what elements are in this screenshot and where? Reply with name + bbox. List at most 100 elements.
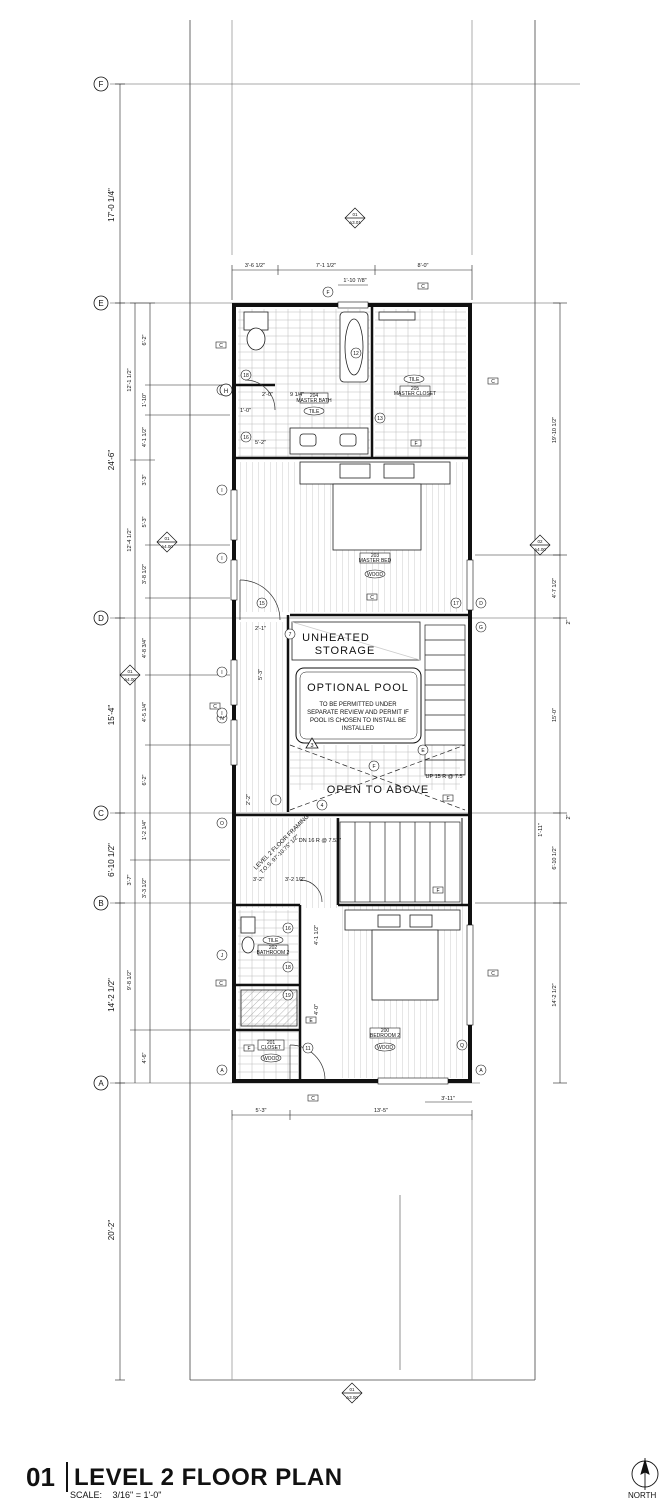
room-name-bedroom-2: BEDROOM 2: [370, 1033, 400, 1039]
scale-label: SCALE:: [70, 1490, 103, 1500]
grid-f-label: F: [99, 80, 104, 89]
finish-wood-2: WOOD: [377, 1045, 393, 1051]
dim-5ft-3v: 5'-3": [258, 669, 264, 680]
tag-i-4: I: [275, 798, 276, 804]
tag-c-2: C: [421, 284, 425, 290]
tag-13: 13: [377, 416, 383, 422]
dim-13ft-5: 13'-5": [374, 1108, 388, 1114]
dimension-lines-top: [231, 265, 473, 300]
tag-e: E: [421, 748, 425, 754]
dim-14ft-2: 14'-2 1/2": [107, 978, 116, 1012]
tag-19: 19: [285, 993, 291, 999]
dim-4ft-6: 4'-6": [142, 1052, 148, 1063]
tag-f-top: F: [326, 290, 329, 296]
tag-18-b: 18: [285, 965, 291, 971]
tag-h: N: [220, 716, 224, 722]
dim-3ft-2-1-2: 3'-2 1/2": [285, 877, 305, 883]
tag-g: G: [479, 625, 483, 631]
bath-fixtures: [240, 311, 416, 1027]
room-tags: [257, 374, 431, 1063]
dim-14ft-2r: 14'-2 1/2": [552, 983, 558, 1006]
tag-o: O: [220, 821, 224, 827]
grid-h-bubble: [219, 383, 233, 397]
section-3-sheet: A4.00: [534, 547, 546, 552]
tag-j: J: [221, 953, 224, 959]
finish-wood-3: WOOD: [263, 1056, 279, 1062]
section-1-number: 01: [352, 212, 358, 217]
room-name-master-bed: MASTER BED: [359, 558, 392, 564]
open-to-above-label: OPEN TO ABOVE: [327, 784, 429, 796]
dim-1ft-2: 1'-2 1/4": [142, 820, 148, 840]
tag-f-5: F: [247, 1046, 250, 1052]
pool-note-line-1: TO BE PERMITTED UNDER: [319, 702, 397, 708]
dim-20ft-2: 20'-2": [107, 1220, 116, 1241]
dim-4ft-0: 4'-0": [314, 1004, 320, 1015]
dim-6ft-10r: 6'-10 1/2": [552, 846, 558, 869]
dim-3ft-2: 3'-2": [253, 877, 264, 883]
scale-note: SCALE: 3/16" = 1'-0": [70, 1490, 161, 1500]
tag-18-a: 18: [243, 373, 249, 379]
tag-16-b: 16: [285, 926, 291, 932]
tag-c-5: C: [213, 704, 217, 710]
dim-1ft-0: 1'-0": [240, 408, 251, 414]
tag-f-2: F: [414, 441, 417, 447]
section-5-sheet: A3.00: [346, 1395, 358, 1400]
tag-a-left: A: [220, 1068, 224, 1074]
dim-17ft: 17'-0 1/4": [107, 188, 116, 222]
dim-15ft-0: 15'-0": [552, 708, 558, 722]
dim-2ft-0: 2'-0": [262, 392, 273, 398]
tag-c-1: C: [219, 343, 223, 349]
optional-pool: [295, 667, 422, 744]
room-number-200: 200: [381, 1028, 390, 1034]
tag-f-3: F: [446, 796, 449, 802]
section-1-sheet: A3.01: [349, 220, 361, 225]
section-markers: [119, 207, 551, 1404]
pool-note-line-2: SEPARATE REVIEW AND PERMIT IF: [307, 710, 409, 716]
dim-3ft-6: 3'-6 1/2": [245, 263, 265, 269]
north-label: NORTH: [628, 1491, 657, 1500]
dim-12ft-1: 12'-1 1/2": [127, 368, 133, 391]
dim-9-1-4: 9 1/4": [290, 392, 304, 398]
dim-7ft-1: 7'-1 1/2": [316, 263, 336, 269]
dim-4ft-7: 4'-7 1/2": [552, 578, 558, 598]
finish-tile-2: TILE: [409, 377, 420, 383]
room-name-bathroom-2: BATHROOM 2: [257, 950, 290, 956]
tag-c-4: C: [370, 595, 374, 601]
section-4-sheet: A4.00: [124, 677, 136, 682]
unheated-label-1: UNHEATED: [302, 632, 370, 644]
dim-5ft-3b: 5'-3": [256, 1108, 267, 1114]
drawing-title: LEVEL 2 FLOOR PLAN: [74, 1464, 343, 1491]
dim-4ft-5: 4'-5 1/4": [142, 702, 148, 722]
room-number-205: 205: [411, 386, 420, 392]
dim-2in-b: 2": [566, 814, 572, 819]
grid-b-label: B: [98, 899, 103, 908]
tag-i-2: I: [221, 556, 222, 562]
dim-4ft-1: 4'-1 1/2": [142, 427, 148, 447]
dim-4ft-8: 4'-8 3/4": [142, 638, 148, 658]
section-2-sheet: A4.00: [161, 544, 173, 549]
room-name-closet: CLOSET: [261, 1045, 281, 1051]
dim-5ft-2: 5'-2": [255, 440, 266, 446]
pool-note-line-3: POOL IS CHOSEN TO INSTALL BE: [310, 718, 406, 724]
interior-walls: [236, 307, 468, 1079]
grid-a-label: A: [98, 1079, 104, 1088]
room-name-master-closet: MASTER CLOSET: [394, 391, 436, 397]
room-number-201: 201: [267, 1040, 276, 1046]
tag-q: Q: [460, 1043, 464, 1049]
tag-11: 11: [305, 1046, 310, 1052]
dim-3ft-3b: 3'-3 1/2": [142, 878, 148, 898]
optional-pool-label: OPTIONAL POOL: [307, 682, 409, 694]
north-arrow-icon: [631, 1458, 659, 1490]
room-name-master-bath: MASTER BATH: [296, 398, 332, 404]
scale-value: 3/16" = 1'-0": [112, 1490, 162, 1500]
tag-17: 17: [453, 601, 459, 607]
finish-tile-1: TILE: [309, 409, 320, 415]
tag-c-6: C: [491, 971, 495, 977]
dim-19ft-10: 19'-10 1/2": [552, 417, 558, 443]
dimension-lines-right: [475, 302, 567, 1084]
stair-down-note: DN 16 R @ 7.53": [299, 838, 341, 844]
tag-c-8: C: [311, 1096, 315, 1102]
dimension-lines-bottom: [231, 1101, 473, 1120]
tag-i-3: I: [221, 670, 222, 676]
